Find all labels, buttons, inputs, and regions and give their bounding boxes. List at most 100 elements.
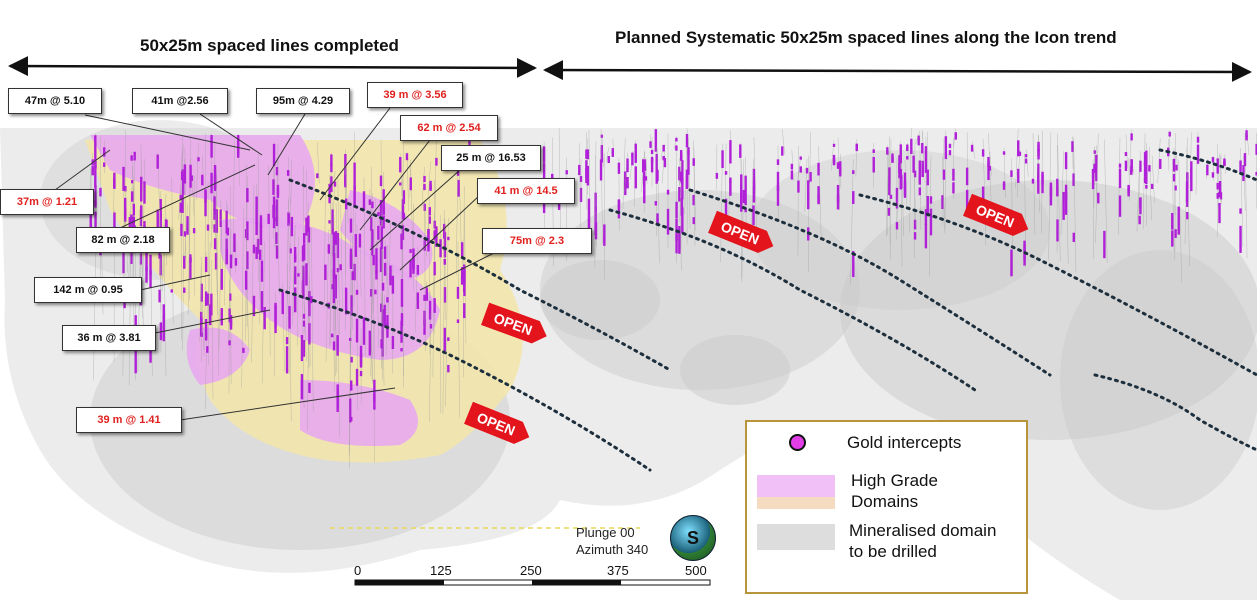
gold-intercept-segment <box>302 313 306 319</box>
gold-intercept-segment <box>1024 158 1028 164</box>
gold-intercept-segment <box>204 190 207 217</box>
gold-intercept-segment <box>330 176 333 193</box>
gold-intercept-segment <box>729 180 732 196</box>
drillhole-trace <box>229 186 232 385</box>
gold-intercept-segment <box>246 188 249 203</box>
gold-intercept-segment <box>113 212 116 237</box>
gold-intercept-segment <box>285 337 289 345</box>
gold-intercept-segment <box>585 160 588 179</box>
gold-intercept-segment <box>1002 183 1006 190</box>
gold-intercept-segment <box>427 229 430 248</box>
gold-intercept-segment <box>349 254 353 267</box>
gold-intercept-segment <box>1145 150 1148 172</box>
drillhole-trace <box>171 177 174 324</box>
gold-intercept-segment <box>1062 191 1065 220</box>
gold-intercept-segment <box>443 258 446 265</box>
gold-intercept-segment <box>316 173 319 179</box>
gold-intercept-segment <box>386 297 389 303</box>
gold-intercept-segment <box>579 187 583 203</box>
gold-intercept-segment <box>1159 158 1162 169</box>
gold-intercept-segment <box>130 180 134 184</box>
gold-intercept-segment <box>330 333 334 338</box>
gold-intercept-segment <box>988 165 992 171</box>
gold-intercept-segment <box>368 330 372 356</box>
gold-intercept-segment <box>305 217 308 236</box>
gold-intercept-segment <box>1002 181 1006 186</box>
gold-intercept-segment <box>344 198 348 210</box>
gold-intercept-segment <box>1172 173 1176 182</box>
drillhole-trace <box>406 151 409 211</box>
gold-intercept-segment <box>872 149 875 153</box>
drillhole-trace <box>232 140 235 260</box>
gold-intercept-segment <box>381 316 384 339</box>
gold-intercept-segment <box>156 209 159 229</box>
gold-intercept-segment <box>220 268 223 290</box>
gold-intercept-segment <box>281 291 284 315</box>
gold-intercept-segment <box>373 393 376 410</box>
gold-intercept-segment <box>162 304 165 322</box>
gold-intercept-segment <box>133 151 136 161</box>
intercept-callout: 36 m @ 3.81 <box>62 325 156 351</box>
gold-intercept-segment <box>678 187 681 202</box>
gold-intercept-segment <box>350 380 353 391</box>
gold-intercept-segment <box>817 194 820 205</box>
drillhole-trace <box>369 189 373 382</box>
gold-intercept-segment <box>685 133 689 148</box>
gold-intercept-segment <box>416 264 420 275</box>
gold-intercept-segment <box>889 194 893 199</box>
gold-intercept-segment <box>213 238 217 250</box>
gold-intercept-segment <box>122 249 125 274</box>
gold-intercept-segment <box>1091 179 1095 190</box>
drillhole-trace <box>942 156 946 234</box>
trend-line <box>858 193 1257 377</box>
gold-intercept-segment <box>260 291 264 312</box>
gold-intercept-segment <box>297 273 300 277</box>
gold-intercept-segment <box>213 196 216 212</box>
gold-intercept-segment <box>917 135 920 141</box>
gold-intercept-segment <box>334 275 338 290</box>
gold-intercept-segment <box>391 336 395 349</box>
gold-intercept-segment <box>382 215 385 229</box>
gold-intercept-segment <box>423 183 426 191</box>
gold-intercept-segment <box>692 194 695 206</box>
drillhole-trace <box>1178 159 1182 283</box>
gold-intercept-segment <box>290 216 294 237</box>
gold-intercept-segment <box>1255 171 1257 176</box>
gold-intercept-segment <box>189 164 192 188</box>
gold-intercept-segment <box>350 295 353 316</box>
grey-swatch <box>757 524 835 550</box>
gold-intercept-segment <box>263 306 266 330</box>
azimuth-label: Azimuth 340 <box>576 542 649 557</box>
gold-intercept-segment <box>180 223 183 237</box>
completed-lines-arrow <box>8 56 537 78</box>
planned-lines-header: Planned Systematic 50x25m spaced lines a… <box>615 28 1117 47</box>
drillhole-trace <box>182 158 185 351</box>
gold-intercept-segment <box>929 196 933 204</box>
gold-intercept-segment <box>1239 160 1242 172</box>
gold-intercept-segment <box>1091 168 1095 178</box>
gold-intercept-segment <box>656 218 659 224</box>
gold-intercept-segment <box>626 158 629 173</box>
gold-intercept-segment <box>650 156 654 164</box>
legend-label-high-grade: High Grade <box>851 471 938 490</box>
gold-intercept-segment <box>358 233 362 248</box>
drillhole-trace <box>1151 155 1155 203</box>
gold-intercept-segment <box>145 253 148 272</box>
gold-intercept-segment <box>213 208 216 220</box>
gold-intercept-segment <box>807 180 810 199</box>
gold-intercept-segment <box>383 262 387 276</box>
gold-intercept-segment <box>380 303 383 313</box>
trend-line <box>1158 148 1257 182</box>
gold-intercept-segment <box>910 138 913 154</box>
gold-intercept-segment <box>585 149 588 159</box>
gold-intercept-segment <box>790 163 794 170</box>
gold-intercept-segment <box>891 157 894 163</box>
pink-swatch <box>757 475 835 497</box>
gold-intercept-segment <box>382 189 385 215</box>
gold-intercept-segment <box>1049 187 1053 197</box>
scale-tick-label: 500 <box>685 563 707 578</box>
drillhole-trace <box>1095 133 1099 244</box>
gold-intercept-segment <box>678 226 681 254</box>
gold-intercept-segment <box>1041 174 1044 185</box>
gold-intercept-segment <box>617 200 621 209</box>
